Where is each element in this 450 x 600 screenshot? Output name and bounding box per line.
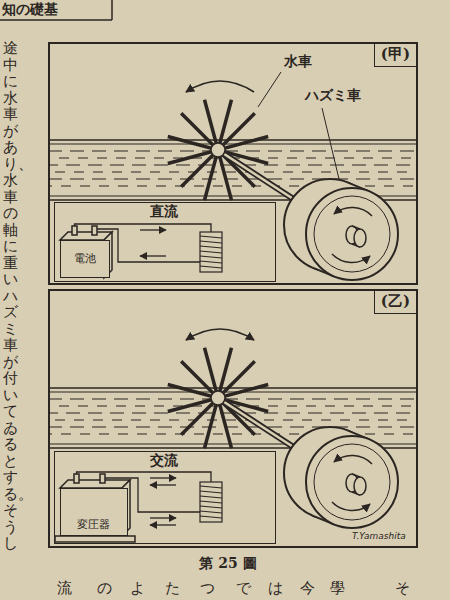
- current-label: 直流: [150, 204, 178, 218]
- figure-panel: (乙) 交流変圧器: [48, 289, 418, 548]
- running-head: 知の礎基: [2, 2, 58, 16]
- body-text-fragment: つ: [200, 581, 215, 596]
- transformer-label: 変圧器: [61, 519, 127, 530]
- rotation-arrow: [186, 81, 254, 92]
- body-text-fragment: そ: [395, 581, 410, 596]
- body-text-column: 途中に水車があり、水車の軸に重いハズミ車が付いてゐるとする。そうし: [3, 40, 18, 552]
- transformer-box: 変圧器: [60, 488, 128, 536]
- coil-symbol: [200, 232, 222, 272]
- battery-box: 電池: [60, 240, 110, 278]
- transformer-symbol: [55, 474, 135, 542]
- coil-symbol: [200, 482, 222, 522]
- body-text-fragment: 流: [57, 581, 72, 596]
- artist-signature: T.Yamashita: [352, 532, 406, 541]
- current-label: 交流: [150, 453, 178, 467]
- body-text-fragment: は: [268, 581, 283, 596]
- part-name: ハズミ車: [305, 88, 361, 102]
- battery-symbol: [60, 226, 112, 278]
- body-text-fragment: た: [165, 581, 180, 596]
- circuit-inset: 直流電池: [54, 202, 276, 282]
- body-text-fragment: で: [236, 581, 251, 596]
- running-head-rule: [0, 0, 112, 20]
- body-text-fragment: の: [97, 581, 112, 596]
- body-text-fragment: よ: [130, 581, 145, 596]
- body-text-fragment: 學: [330, 581, 345, 596]
- panel-tag: (乙): [374, 291, 416, 314]
- figure-panel: (甲) 直流電池: [48, 42, 418, 285]
- rotation-arrow: [186, 329, 254, 340]
- figure-caption: 第 25 圖: [150, 556, 306, 570]
- body-text-fragment: 今: [300, 581, 315, 596]
- panel-tag: (甲): [374, 44, 416, 67]
- scene-upper: [48, 100, 418, 280]
- part-name: 水車: [284, 54, 312, 68]
- battery-label: 電池: [61, 253, 109, 264]
- circuit-inset: 交流変圧器: [54, 451, 276, 544]
